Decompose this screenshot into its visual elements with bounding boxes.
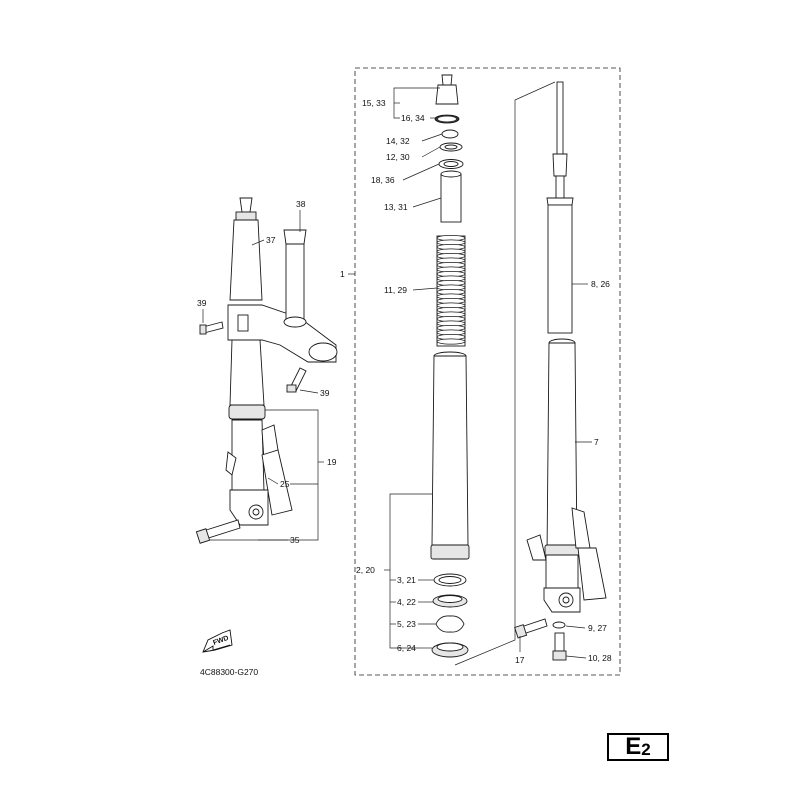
callout-18-36: 18, 36 [371, 175, 395, 185]
callout-5-23: 5, 23 [397, 619, 416, 629]
callout-2-20: 2, 20 [356, 565, 375, 575]
callout-39-lower: 39 [320, 388, 330, 398]
section-letter: E [625, 733, 642, 760]
callout-17: 17 [515, 655, 525, 665]
callout-16-34: 16, 34 [401, 113, 425, 123]
spring-coil [436, 338, 466, 345]
callout-15-33: 15, 33 [362, 98, 386, 108]
callout-19: 19 [327, 457, 337, 467]
assembled-fork [195, 197, 338, 544]
fwd-arrow-icon: FWD [202, 629, 233, 653]
callout-11-29: 11, 29 [384, 285, 407, 295]
spring-coils [436, 234, 466, 345]
callout-1: 1 [340, 269, 345, 279]
section-number: 2 [641, 740, 651, 759]
callout-25: 25 [280, 479, 290, 489]
callout-35: 35 [290, 535, 300, 545]
leader-lines [202, 81, 592, 666]
callout-6-24: 6, 24 [397, 643, 416, 653]
diagram-code: 4C88300-G270 [200, 667, 258, 677]
callout-3-21: 3, 21 [397, 575, 416, 585]
callout-4-22: 4, 22 [397, 597, 416, 607]
callout-39-left: 39 [197, 298, 207, 308]
callout-13-31: 13, 31 [384, 202, 408, 212]
callout-7: 7 [594, 437, 599, 447]
right-exploded-parts [514, 81, 607, 661]
callout-10-28: 10, 28 [588, 653, 612, 663]
callout-8-26: 8, 26 [591, 279, 610, 289]
callout-12-30: 12, 30 [386, 152, 410, 162]
callout-14-32: 14, 32 [386, 136, 410, 146]
center-exploded-parts [430, 74, 470, 658]
callout-9-27: 9, 27 [588, 623, 607, 633]
callout-38: 38 [296, 199, 306, 209]
assembly-boundary [354, 67, 621, 676]
callout-37: 37 [266, 235, 276, 245]
